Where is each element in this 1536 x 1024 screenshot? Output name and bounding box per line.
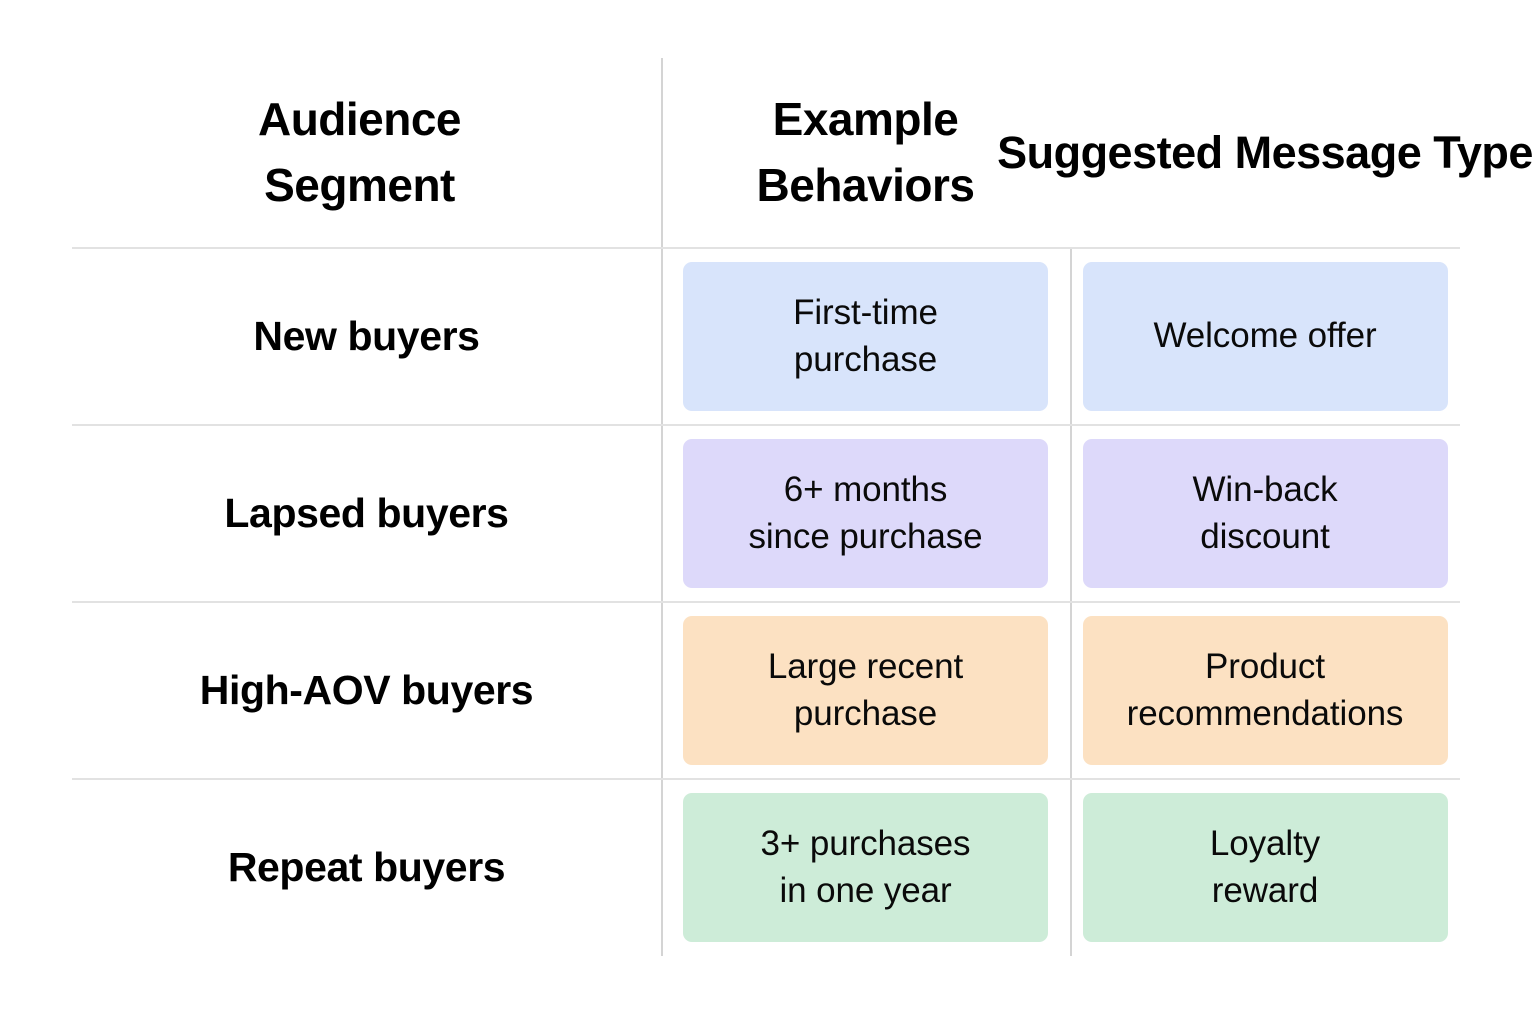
column-header-label: Audience Segment — [257, 93, 462, 211]
header-cell-suggested-message-type: Suggested Message Type — [997, 58, 1533, 247]
behavior-cell: Large recent purchase — [661, 603, 1070, 778]
table-header-row: Audience Segment Example Behaviors Sugge… — [72, 58, 1533, 247]
message-chip: Win-back discount — [1082, 439, 1448, 588]
behavior-chip: First-time purchase — [683, 262, 1048, 411]
segment-cell: Lapsed buyers — [72, 426, 661, 601]
message-chip: Product recommendations — [1082, 616, 1448, 765]
message-chip: Welcome offer — [1082, 262, 1448, 411]
behavior-chip: Large recent purchase — [683, 616, 1048, 765]
table-row: Repeat buyers 3+ purchases in one year L… — [72, 778, 1460, 955]
header-cell-example-behaviors: Example Behaviors — [661, 58, 1070, 247]
behavior-chip: 3+ purchases in one year — [683, 793, 1048, 942]
behavior-chip: 6+ months since purchase — [683, 439, 1048, 588]
behavior-cell: 3+ purchases in one year — [661, 780, 1070, 955]
message-cell: Loyalty reward — [1070, 780, 1460, 955]
segment-label: New buyers — [253, 312, 480, 359]
message-chip: Loyalty reward — [1082, 793, 1448, 942]
segment-label: Lapsed buyers — [224, 489, 509, 536]
audience-segment-table: Audience Segment Example Behaviors Sugge… — [72, 58, 1533, 956]
message-cell: Welcome offer — [1070, 249, 1460, 424]
header-cell-audience-segment: Audience Segment — [72, 58, 661, 247]
segment-label: Repeat buyers — [227, 843, 506, 890]
behavior-cell: First-time purchase — [661, 249, 1070, 424]
segment-cell: High-AOV buyers — [72, 603, 661, 778]
table-row: High-AOV buyers Large recent purchase Pr… — [72, 601, 1460, 778]
table-row: Lapsed buyers 6+ months since purchase W… — [72, 424, 1460, 601]
table-row: New buyers First-time purchase Welcome o… — [72, 247, 1460, 424]
column-divider-1 — [661, 58, 663, 956]
message-cell: Win-back discount — [1070, 426, 1460, 601]
column-header-label: Suggested Message Type — [997, 126, 1533, 178]
column-header-label: Example Behaviors — [756, 93, 975, 211]
behavior-cell: 6+ months since purchase — [661, 426, 1070, 601]
message-cell: Product recommendations — [1070, 603, 1460, 778]
segment-label: High-AOV buyers — [199, 666, 534, 713]
segment-cell: Repeat buyers — [72, 780, 661, 955]
segment-cell: New buyers — [72, 249, 661, 424]
